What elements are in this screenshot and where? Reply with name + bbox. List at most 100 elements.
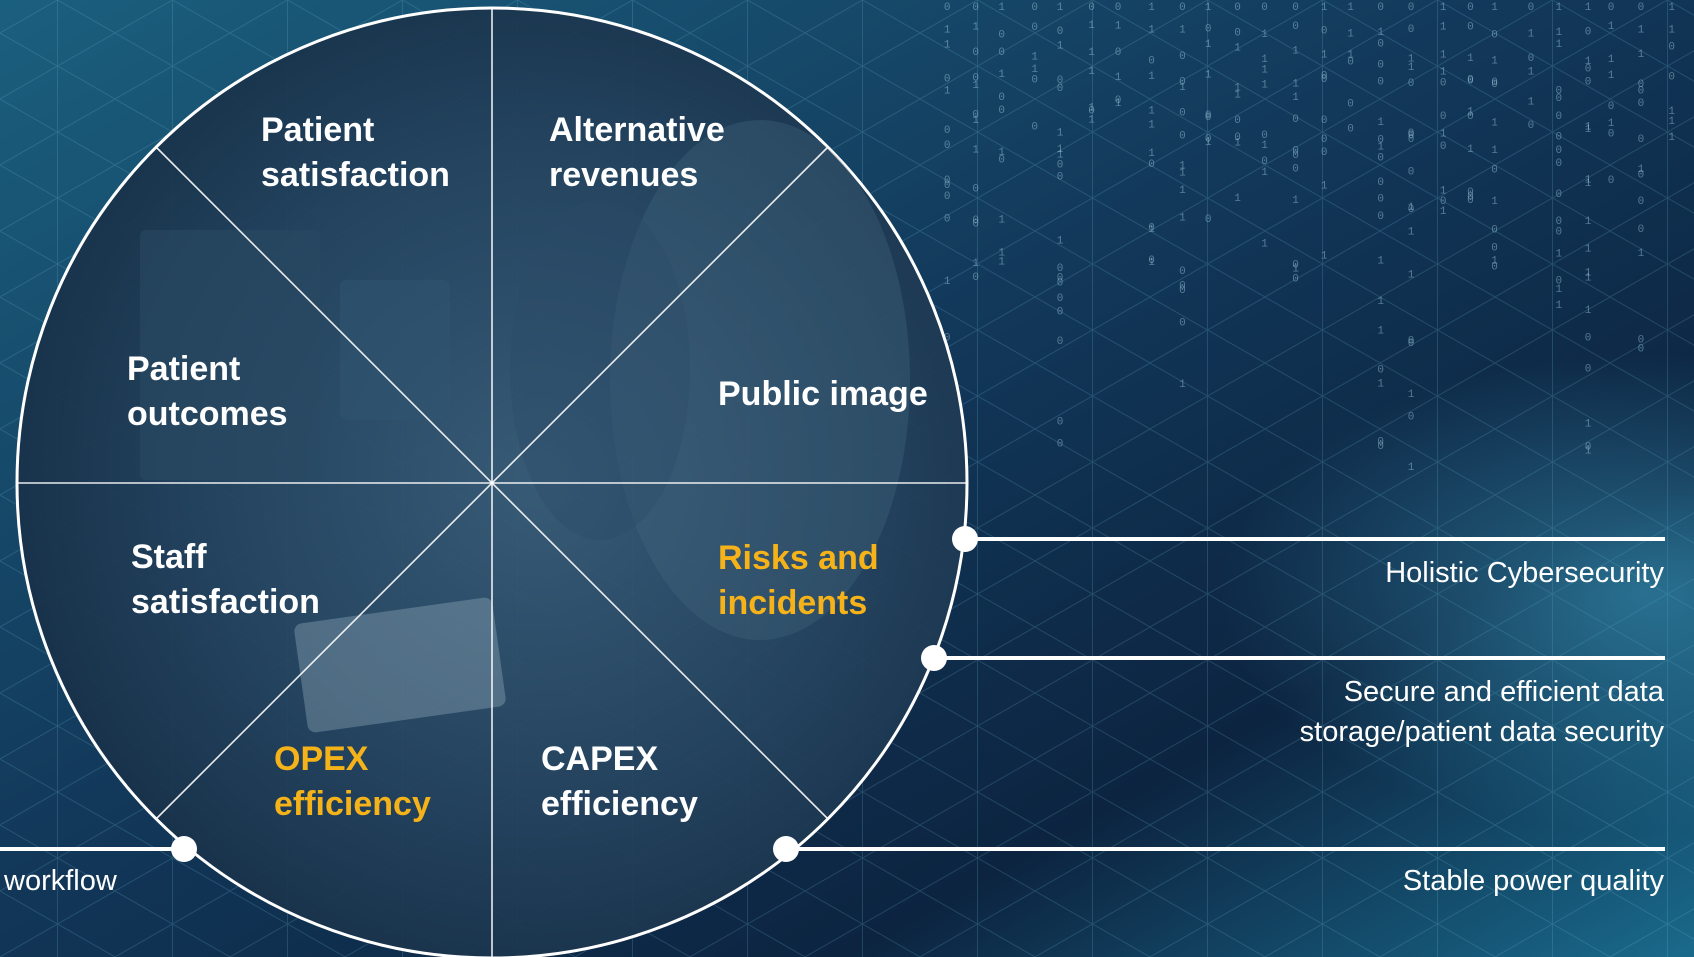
segment-patient-satisfaction: Patient satisfaction	[261, 108, 450, 198]
binary-digit: 1	[1031, 64, 1038, 76]
binary-digit: 0	[1292, 274, 1299, 286]
binary-digit: 0	[1057, 26, 1064, 38]
binary-digit: 0	[1467, 187, 1474, 199]
binary-digit: 1	[1292, 92, 1299, 104]
binary-digit: 0	[1491, 225, 1498, 237]
binary-digit: 1	[1377, 117, 1384, 129]
binary-digit: 1	[1234, 83, 1241, 95]
binary-digit: 1	[998, 2, 1005, 14]
callout-data-storage: Secure and efficient data storage/patien…	[1300, 672, 1664, 752]
binary-digit: 0	[1638, 134, 1645, 146]
binary-digit: 0	[1585, 26, 1592, 38]
binary-digit: 1	[1668, 132, 1675, 144]
binary-digit: 1	[1608, 21, 1615, 33]
binary-digit: 1	[1377, 296, 1384, 308]
binary-digit: 0	[1234, 132, 1241, 144]
segment-staff-satisfaction: Staff satisfaction	[131, 535, 320, 625]
binary-digit: 0	[1057, 307, 1064, 319]
binary-digit: 1	[1440, 128, 1447, 140]
binary-digit: 1	[1585, 267, 1592, 279]
binary-digit: 0	[1377, 211, 1384, 223]
segment-label-line: OPEX	[274, 740, 369, 778]
binary-digit: 0	[1585, 332, 1592, 344]
binary-digit: 0	[1528, 2, 1535, 14]
binary-digit: 0	[1179, 51, 1186, 63]
binary-digit: 1	[1377, 256, 1384, 268]
segment-label-line: efficiency	[274, 785, 431, 823]
person-shape	[610, 120, 910, 640]
binary-digit: 0	[1179, 108, 1186, 120]
binary-digit: 1	[1585, 178, 1592, 190]
segment-label-line: outcomes	[127, 395, 288, 433]
binary-digit: 0	[1179, 2, 1186, 14]
binary-digit: 1	[1408, 54, 1415, 66]
binary-digit: 0	[1057, 293, 1064, 305]
binary-digit: 1	[1491, 117, 1498, 129]
binary-digit: 0	[1556, 132, 1563, 144]
binary-digit: 1	[1377, 27, 1384, 39]
binary-digit: 0	[1408, 2, 1415, 14]
binary-digit: 1	[1585, 273, 1592, 285]
binary-digit: 0	[1321, 147, 1328, 159]
binary-digit: 1	[1585, 122, 1592, 134]
binary-digit: 0	[1608, 175, 1615, 187]
binary-digit: 0	[1148, 56, 1155, 68]
binary-digit: 1	[1115, 20, 1122, 32]
binary-digit: 1	[1292, 79, 1299, 91]
binary-digit: 1	[1638, 164, 1645, 176]
binary-digit: 0	[1292, 2, 1299, 14]
binary-digit: 1	[972, 22, 979, 34]
segment-risks-incidents: Risks and incidents	[718, 536, 879, 626]
binary-digit: 1	[998, 69, 1005, 81]
binary-digit: 0	[1088, 2, 1095, 14]
binary-digit: 0	[1408, 128, 1415, 140]
binary-digit: 0	[944, 2, 951, 14]
binary-digit: 0	[1031, 121, 1038, 133]
binary-digit: 0	[1467, 191, 1474, 203]
binary-digit: 0	[1031, 74, 1038, 86]
binary-digit: 1	[1261, 79, 1268, 91]
callout-line: Secure and efficient data	[1343, 676, 1664, 708]
binary-digit: 1	[1205, 39, 1212, 51]
binary-digit: 0	[998, 105, 1005, 117]
binary-digit: 1	[1491, 2, 1498, 14]
segment-patient-outcomes: Patient outcomes	[127, 347, 288, 437]
binary-digit: 1	[1377, 379, 1384, 391]
binary-digit: 0	[1321, 134, 1328, 146]
binary-digit: 0	[1408, 78, 1415, 90]
binary-digit: 1	[998, 247, 1005, 259]
binary-digit: 0	[1467, 195, 1474, 207]
binary-digit: 1	[1057, 41, 1064, 53]
binary-digit: 0	[1148, 223, 1155, 235]
binary-digit: 0	[1179, 285, 1186, 297]
binary-digit: 1	[1347, 49, 1354, 61]
binary-digit: 0	[1377, 134, 1384, 146]
binary-digit: 1	[1205, 70, 1212, 82]
binary-digit: 1	[1585, 216, 1592, 228]
binary-digit: 0	[1205, 214, 1212, 226]
binary-digit: 1	[1467, 107, 1474, 119]
binary-digit: 1	[1608, 54, 1615, 66]
binary-digit: 0	[1608, 129, 1615, 141]
binary-digit: 0	[1556, 227, 1563, 239]
binary-digit: 0	[1115, 2, 1122, 14]
binary-digit: 1	[1261, 54, 1268, 66]
binary-digit: 0	[972, 47, 979, 59]
binary-digit: 1	[1638, 49, 1645, 61]
binary-digit: 0	[1321, 115, 1328, 127]
binary-digit: 1	[1556, 284, 1563, 296]
binary-digit: 1	[1668, 24, 1675, 36]
binary-digit: 1	[1408, 462, 1415, 474]
binary-digit: 1	[1261, 64, 1268, 76]
binary-digit: 0	[944, 333, 951, 345]
binary-digit: 1	[1585, 419, 1592, 431]
binary-digit: 1	[1321, 181, 1328, 193]
binary-digit: 0	[944, 140, 951, 152]
binary-digit: 1	[1556, 39, 1563, 51]
binary-digit: 1	[1179, 161, 1186, 173]
binary-digit: 0	[1148, 255, 1155, 267]
binary-digit: 1	[1115, 72, 1122, 84]
binary-digit: 0	[998, 155, 1005, 167]
binary-digit: 0	[1261, 130, 1268, 142]
binary-digit: 1	[1638, 24, 1645, 36]
